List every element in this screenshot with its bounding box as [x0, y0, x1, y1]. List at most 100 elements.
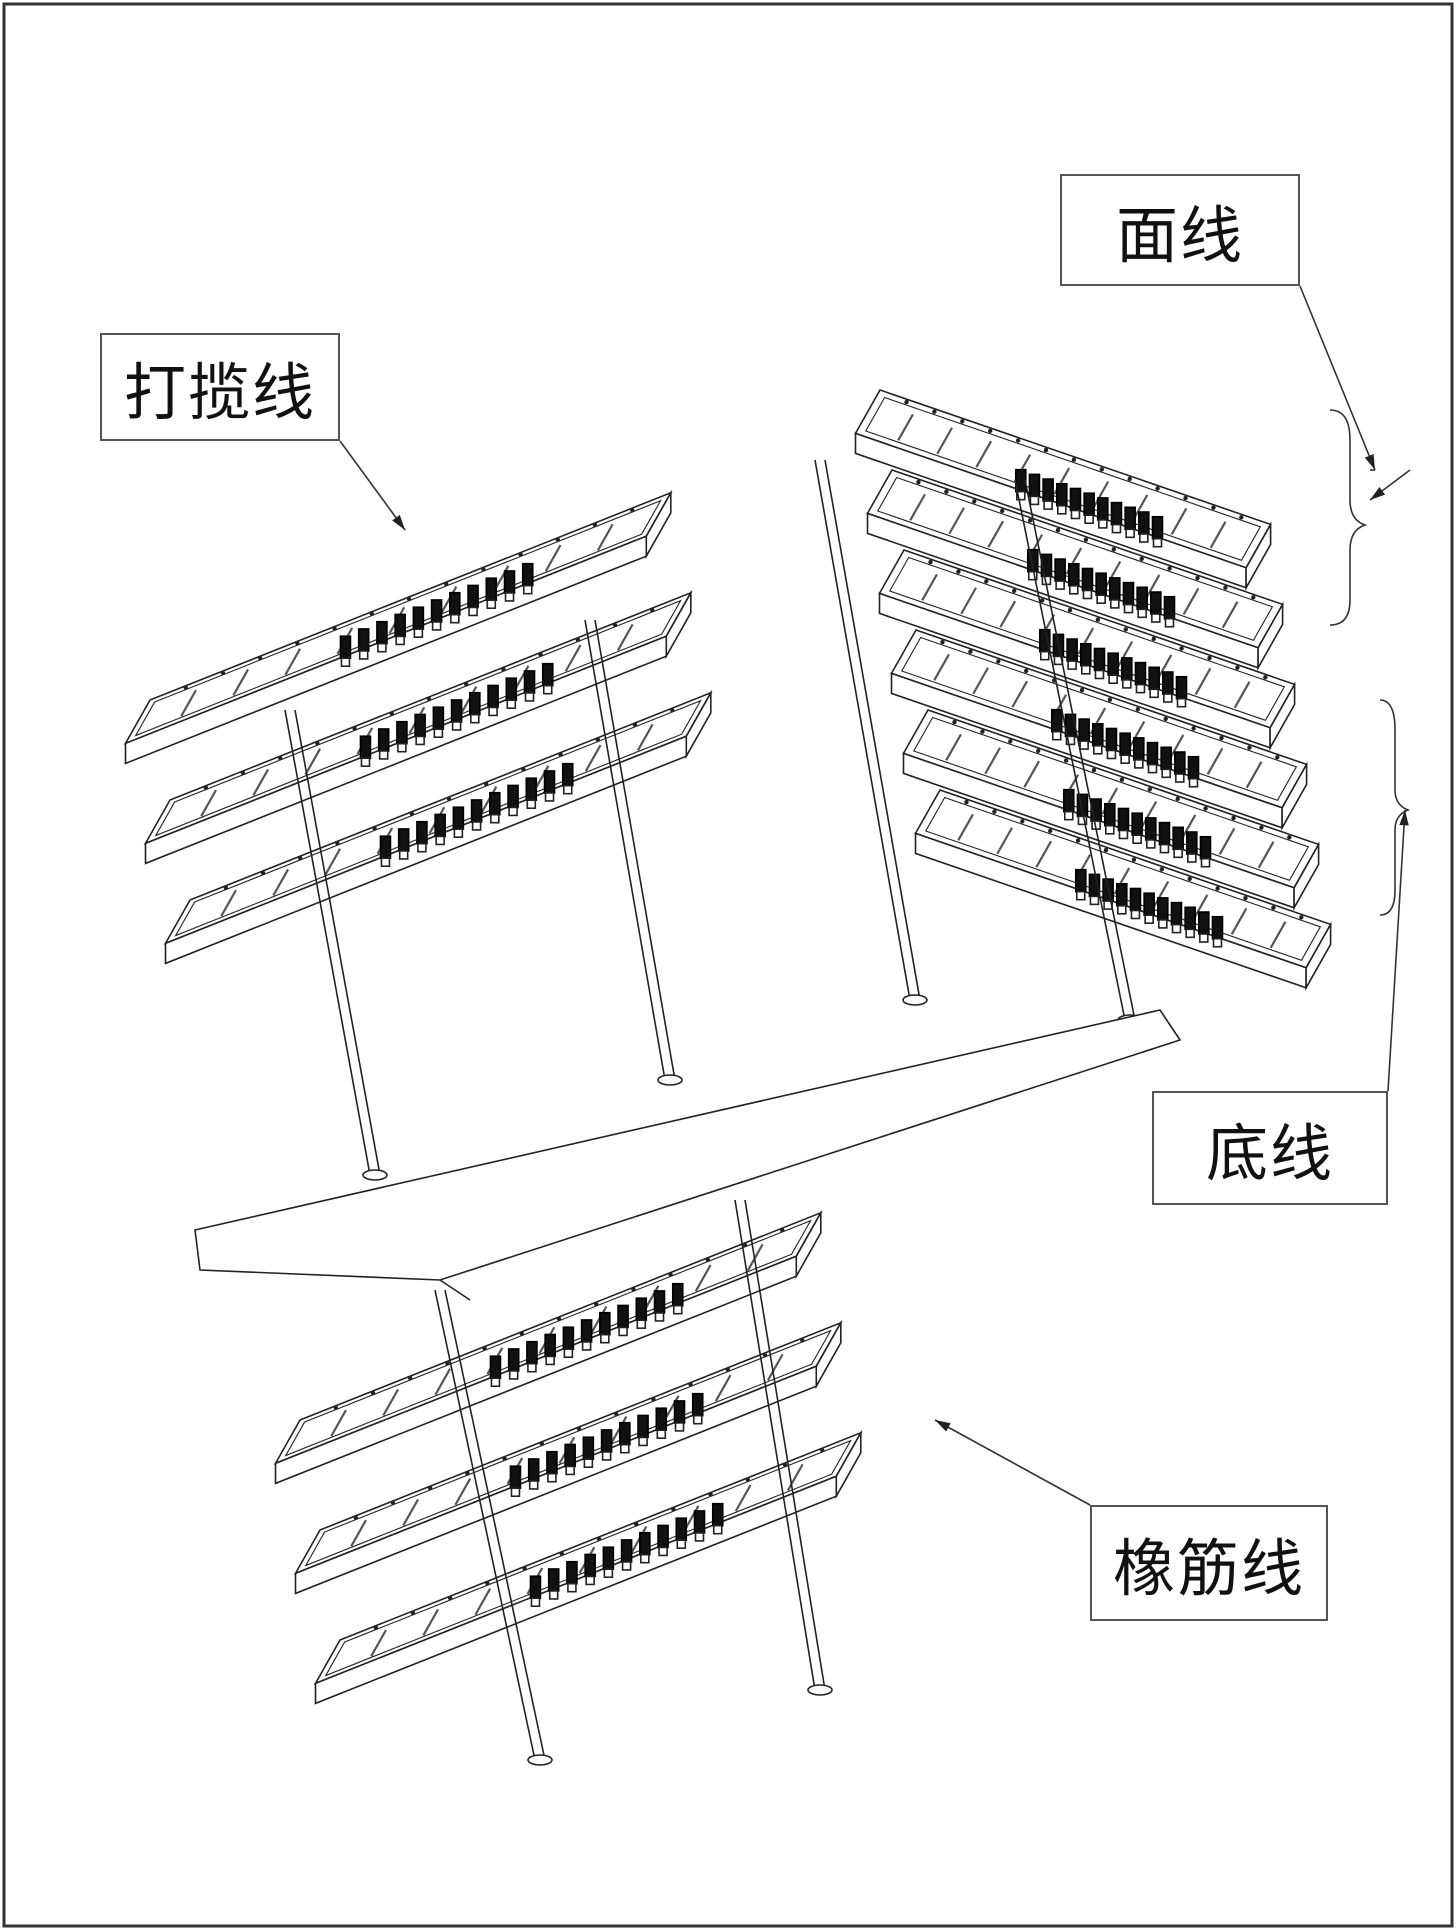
spool-rod [1140, 800, 1158, 829]
braces [1329, 409, 1411, 916]
face-bottom-line-rack [814, 389, 1332, 1026]
mount-hole [992, 809, 997, 814]
mount-hole [428, 1485, 433, 1491]
spool-rod [975, 440, 993, 468]
mount-hole [964, 799, 969, 805]
tensioner [1186, 831, 1198, 855]
support-post [814, 459, 928, 1006]
spool-rod [1104, 560, 1122, 589]
tray-side [1269, 681, 1296, 751]
tensioner-base [1110, 599, 1120, 609]
mount-hole [800, 1337, 805, 1343]
mount-hole [389, 711, 394, 716]
tray-rim [924, 796, 1322, 961]
tensioner [1105, 727, 1118, 752]
tensioner-base [600, 1333, 610, 1344]
mount-hole [370, 1390, 376, 1396]
mount-hole [688, 1382, 693, 1387]
tensioner [1097, 497, 1109, 521]
tensioner [1146, 741, 1159, 766]
arrow-head [1364, 454, 1375, 470]
arrow-head [392, 514, 405, 530]
tensioner [357, 628, 370, 652]
spool-rod [272, 868, 289, 896]
mount-hole [1020, 819, 1025, 824]
post-foot [902, 994, 928, 1006]
tensioner [1117, 807, 1130, 832]
tensioner [1175, 675, 1188, 700]
mount-hole [1015, 438, 1021, 443]
mount-hole [409, 811, 414, 816]
mount-hole [782, 1462, 788, 1468]
spool-rod [984, 747, 1001, 775]
tensioner-base [451, 721, 462, 731]
tensioner [1121, 657, 1133, 681]
tensioner-base [1065, 735, 1076, 746]
tensioner [529, 1575, 542, 1600]
spool-rod [694, 1264, 712, 1292]
mount-hole [220, 670, 226, 676]
mount-hole [1195, 575, 1200, 581]
mount-hole [1043, 447, 1049, 453]
tensioner [635, 1297, 648, 1321]
tray-rim [864, 396, 1262, 561]
spool-rod [1182, 587, 1200, 615]
tensioner-base [1029, 495, 1040, 506]
tensioner-base [1098, 519, 1108, 529]
tray-side [815, 1319, 842, 1390]
tensioner-base [1173, 848, 1183, 859]
tensioner [1062, 788, 1075, 813]
mount-hole [1099, 467, 1105, 472]
tensioner-base [1159, 843, 1170, 854]
tensioner [653, 1290, 666, 1314]
tensioner-base [638, 1436, 648, 1447]
mount-hole [1135, 707, 1141, 712]
tensioner [1050, 708, 1063, 733]
post-edge [1024, 479, 1136, 1021]
tensioner-base [581, 1341, 592, 1351]
mount-hole [446, 796, 452, 802]
tensioner-base [1185, 928, 1195, 939]
mount-hole [295, 641, 300, 646]
tensioner-base [453, 828, 464, 838]
mount-hole [928, 559, 933, 565]
tensioner-base [527, 1362, 537, 1373]
tensioner [1143, 892, 1155, 916]
spool-rod [921, 573, 938, 601]
mount-hole [406, 596, 412, 602]
tensioner-base [504, 592, 515, 602]
tensioner-base [563, 1348, 574, 1358]
spool-rod [232, 668, 249, 696]
mount-hole [1175, 796, 1180, 802]
post-edge [734, 1199, 816, 1691]
mount-hole [260, 870, 266, 876]
mount-hole [1219, 735, 1224, 741]
tensioner [655, 1407, 668, 1431]
mount-hole [1111, 547, 1117, 552]
tensioner [1124, 506, 1136, 531]
mount-hole [1055, 527, 1061, 533]
mount-hole [315, 741, 320, 746]
tensioner [637, 1414, 649, 1439]
tensioner-base [1015, 490, 1026, 501]
tray [163, 689, 713, 965]
spool-rod [1092, 480, 1110, 509]
tensioner-base [1108, 674, 1118, 684]
tensioner [1109, 577, 1121, 601]
spool-rod [220, 889, 237, 917]
tensioner-base [490, 813, 500, 824]
tensioner-base [1144, 914, 1154, 924]
tray-rim [876, 476, 1274, 641]
tensioner-base [1125, 528, 1135, 539]
mount-hole [1083, 537, 1089, 542]
spool-rod [766, 1353, 784, 1381]
bottom-line-leader [1387, 809, 1409, 1092]
mount-hole [464, 681, 469, 687]
tensioner [470, 799, 483, 823]
tensioner-row [529, 1502, 724, 1608]
spool-rod [945, 733, 962, 761]
tensioner-base [640, 1553, 650, 1564]
tensioner [1160, 746, 1172, 771]
tensioner [416, 820, 428, 845]
